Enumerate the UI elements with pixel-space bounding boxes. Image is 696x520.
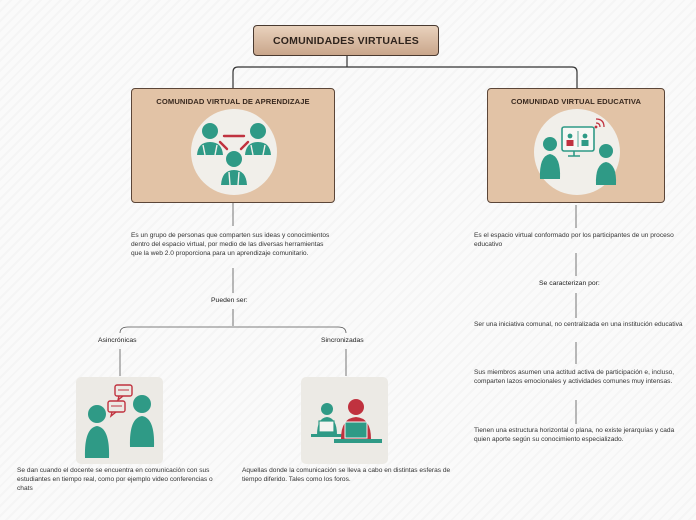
- async-description: Se dan cuando el docente se encuentra en…: [17, 467, 213, 492]
- card-title-educational: COMUNIDAD VIRTUAL EDUCATIVA: [510, 97, 642, 106]
- sync-image: [301, 377, 388, 464]
- sync-description: Aquellas donde la comunicación se lleva …: [242, 467, 451, 483]
- type-label-async: Asincrónicas: [98, 337, 137, 344]
- card-educational-community: COMUNIDAD VIRTUAL EDUCATIVA: [487, 88, 665, 203]
- icon-circle: [191, 109, 277, 195]
- learning-description: Es un grupo de personas que comparten su…: [131, 232, 330, 257]
- group-network-icon: [197, 123, 271, 186]
- feature-item: Tienen una estructura horizontal o plana…: [474, 427, 675, 443]
- feature-item: Ser una iniciativa comunal, no centraliz…: [474, 321, 683, 328]
- card-learning-community: COMUNIDAD VIRTUAL DE APRENDIZAJE: [131, 88, 335, 203]
- feature-item: Sus miembros asumen una actitud activa d…: [474, 369, 675, 385]
- chat-people-icon: [84, 384, 155, 458]
- video-call-icon: [539, 118, 617, 185]
- card-title-learning: COMUNIDAD VIRTUAL DE APRENDIZAJE: [156, 97, 310, 106]
- type-label-sync: Sincronizadas: [321, 337, 364, 344]
- computer-users-icon: [311, 399, 382, 443]
- branch-label-characterized: Se caracterizan por:: [539, 280, 600, 287]
- async-image: [76, 377, 163, 464]
- branch-label-can-be: Pueden ser:: [211, 297, 248, 304]
- icon-circle: [534, 109, 620, 195]
- educational-description: Es el espacio virtual conformado por los…: [474, 232, 674, 248]
- main-title: COMUNIDADES VIRTUALES: [253, 25, 439, 56]
